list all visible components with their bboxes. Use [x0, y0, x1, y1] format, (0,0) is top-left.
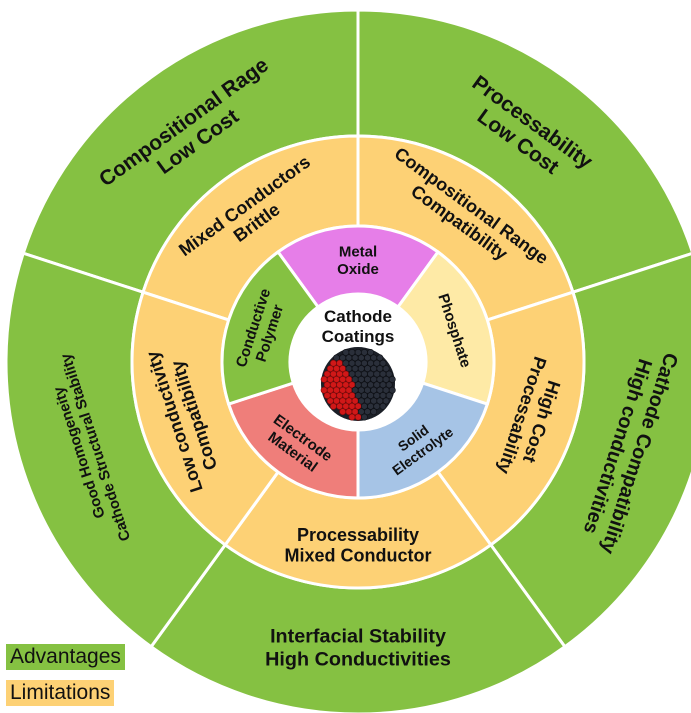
- center-title-line2: Coatings: [322, 327, 395, 346]
- particle-sphere: [370, 408, 378, 416]
- particle-sphere: [382, 397, 390, 405]
- particle-sphere: [388, 386, 396, 394]
- limitation-label-line2: Mixed Conductor: [285, 546, 432, 566]
- metal-oxide-label-line1: Metal: [339, 244, 377, 261]
- cathode-particle-icon: [320, 347, 396, 421]
- advantage-label-line2: High Conductivities: [265, 648, 451, 670]
- center-title-line1: Cathode: [324, 307, 392, 326]
- center-hub: Cathode Coatings: [290, 294, 426, 430]
- particle-sphere: [348, 413, 356, 421]
- particle-sphere: [382, 365, 390, 372]
- advantage-label-line1: Interfacial Stability: [270, 626, 446, 648]
- particle-sphere: [339, 408, 347, 416]
- particle-sphere: [376, 354, 384, 362]
- particle-sphere: [367, 348, 374, 356]
- particle-sphere: [379, 402, 387, 410]
- particle-sphere: [354, 413, 362, 421]
- coating-types-ring: MetalOxidePhosphateSolidElectrolyteElect…: [220, 224, 496, 500]
- particle-sphere: [379, 359, 387, 367]
- legend-advantages: Advantages: [6, 644, 125, 670]
- limitation-label-line1: Processability: [297, 525, 419, 545]
- particle-sphere: [385, 381, 393, 389]
- particle-sphere: [360, 413, 368, 421]
- particle-sphere: [385, 392, 393, 399]
- particle-sphere: [385, 370, 393, 378]
- metal-oxide-label-line2: Oxide: [337, 261, 379, 278]
- particle-sphere: [329, 402, 337, 410]
- particle-sphere: [388, 375, 396, 383]
- legend-limitations: Limitations: [6, 680, 115, 706]
